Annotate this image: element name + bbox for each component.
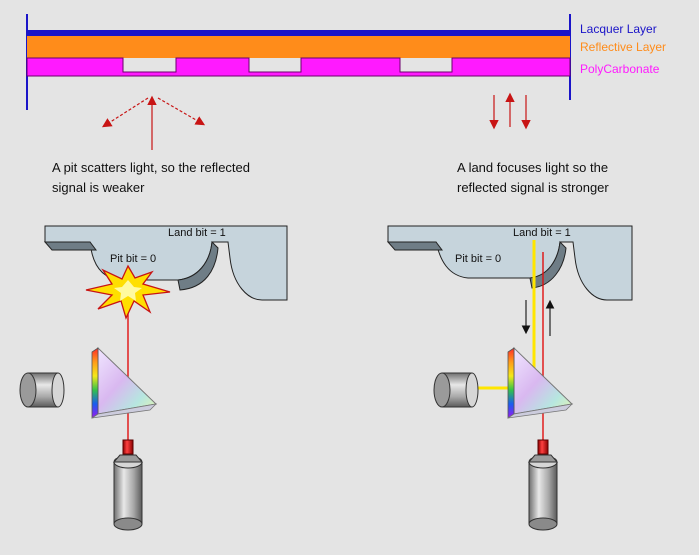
lacquer-layer-label: Lacquer Layer — [580, 22, 657, 36]
left-laser — [112, 439, 144, 531]
pit-scatter-arrows — [101, 95, 206, 150]
pit-caption: A pit scatters light, so the reflected s… — [52, 158, 250, 198]
left-disc-surface — [43, 225, 288, 301]
right-prism — [507, 346, 574, 419]
disc-cross-section — [26, 14, 571, 110]
reflective-layer-label: Reflective Layer — [580, 40, 667, 54]
polycarbonate-layer-band — [26, 57, 571, 77]
right-laser — [527, 439, 559, 531]
scatter-arrow-left — [101, 97, 149, 128]
right-disc-surface — [386, 225, 633, 301]
land-caption-line1: A land focuses light so the — [457, 160, 609, 175]
left-laser-path — [85, 264, 171, 442]
left-detector — [19, 372, 65, 408]
lacquer-layer-band — [27, 30, 570, 36]
land-caption: A land focuses light so the reflected si… — [457, 158, 609, 198]
land-caption-line2: reflected signal is stronger — [457, 180, 609, 195]
polycarbonate-layer-label: PolyCarbonate — [580, 62, 660, 76]
left-pit-bit-label: Pit bit = 0 — [110, 253, 157, 265]
reflective-layer-band — [27, 36, 570, 58]
left-prism — [91, 346, 158, 419]
pit-caption-line1: A pit scatters light, so the reflected — [52, 160, 250, 175]
left-land-bit-label: Land bit = 1 — [168, 227, 226, 239]
right-land-bit-label: Land bit = 1 — [513, 227, 571, 239]
right-pit-bit-label: Pit bit = 0 — [455, 253, 502, 265]
land-focus-arrows — [489, 92, 531, 130]
right-detector — [433, 372, 479, 408]
pit-caption-line2: signal is weaker — [52, 180, 145, 195]
scatter-arrow-right — [157, 97, 206, 126]
